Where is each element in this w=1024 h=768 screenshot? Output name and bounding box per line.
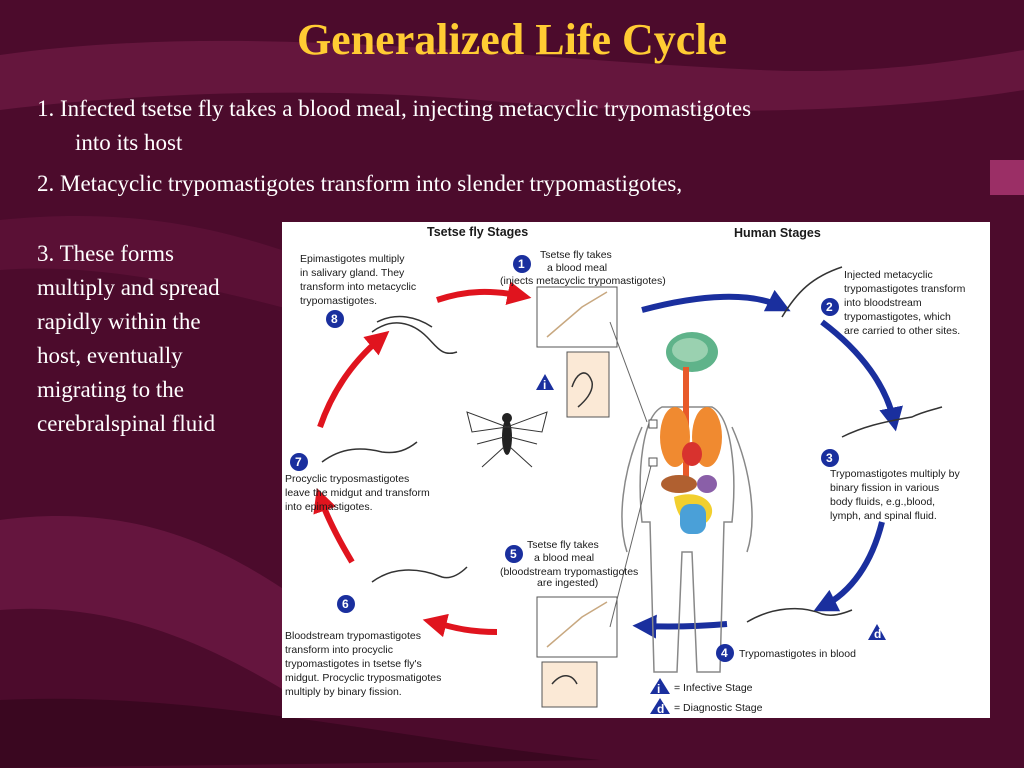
svg-text:Bloodstream trypomastigotes: Bloodstream trypomastigotes <box>285 630 421 642</box>
inset-box-3 <box>536 596 618 658</box>
step-badges: 1 2 3 4 5 6 7 8 <box>290 255 839 662</box>
arrow-2-to-3 <box>820 319 903 432</box>
infective-stage-marker <box>536 374 554 390</box>
svg-text:d: d <box>874 627 881 641</box>
bullet-3-line-3: rapidly within the <box>37 309 201 334</box>
svg-text:in salivary gland. They: in salivary gland. They <box>300 267 405 279</box>
connector-lines <box>609 321 653 628</box>
svg-text:Epimastigotes multiply: Epimastigotes multiply <box>300 253 405 265</box>
step-2-text: Injected metacyclic trypomastigotes tran… <box>844 269 966 337</box>
svg-text:3: 3 <box>826 451 833 465</box>
svg-text:Tsetse fly takes: Tsetse fly takes <box>540 249 612 261</box>
svg-text:lymph, and spinal fluid.: lymph, and spinal fluid. <box>830 510 937 522</box>
arrow-4-to-5 <box>632 614 728 639</box>
bullet-1: 1. Infected tsetse fly takes a blood mea… <box>37 92 937 160</box>
badge-5 <box>505 545 523 563</box>
svg-text:i: i <box>543 378 546 392</box>
bullet-3-line-5: migrating to the <box>37 377 184 402</box>
arrow-3-to-4 <box>813 521 885 612</box>
bullet-3-line-4: host, eventually <box>37 343 183 368</box>
badge-4 <box>716 644 734 662</box>
tsetse-fly-illustration <box>466 411 548 468</box>
arrow-8-to-1 <box>436 281 532 305</box>
inset-box-1 <box>536 286 618 348</box>
svg-text:are ingested): are ingested) <box>537 577 598 589</box>
badge-3 <box>821 449 839 467</box>
svg-text:2: 2 <box>826 300 833 314</box>
svg-text:multiply by binary fission.: multiply by binary fission. <box>285 686 402 698</box>
legend-infective-icon <box>650 678 670 694</box>
step-5-text: Tsetse fly takes a blood meal (bloodstre… <box>500 539 638 589</box>
svg-text:Trypomastigotes multiply by: Trypomastigotes multiply by <box>830 468 960 480</box>
badge-6 <box>337 595 355 613</box>
svg-text:6: 6 <box>342 597 349 611</box>
svg-text:7: 7 <box>295 455 302 469</box>
header-human: Human Stages <box>734 226 821 240</box>
step-4-text: Trypomastigotes in blood <box>739 648 856 660</box>
svg-text:trypomastigotes.: trypomastigotes. <box>300 295 377 307</box>
svg-text:d: d <box>657 702 664 716</box>
life-cycle-diagram: Tsetse fly Stages Human Stages <box>282 222 990 718</box>
step-7-text: Procyclic tryposmastigotes leave the mid… <box>285 473 430 513</box>
badge-2 <box>821 298 839 316</box>
bullet-3-line-1: 3. These forms <box>37 241 174 266</box>
skin-bite-sketch-1 <box>546 291 608 338</box>
svg-text:4: 4 <box>721 646 728 660</box>
svg-text:(injects metacyclic trypomasti: (injects metacyclic trypomastigotes) <box>500 275 666 287</box>
svg-text:trypomastigotes in tsetse fly': trypomastigotes in tsetse fly's <box>285 658 422 670</box>
arrow-1-to-2 <box>641 289 791 313</box>
legend: i = Infective Stage d = Diagnostic Stage <box>650 678 763 716</box>
svg-text:a blood meal: a blood meal <box>534 552 594 564</box>
bullet-3: 3. These forms multiply and spread rapid… <box>37 237 277 441</box>
svg-text:a blood meal: a blood meal <box>547 262 607 274</box>
arrow-7-to-8 <box>317 330 390 428</box>
badge-1 <box>513 255 531 273</box>
svg-text:into bloodstream: into bloodstream <box>844 297 922 309</box>
bullet-2: 2. Metacyclic trypomastigotes transform … <box>37 171 683 196</box>
svg-text:are carried to other sites.: are carried to other sites. <box>844 325 960 337</box>
badge-7 <box>290 453 308 471</box>
svg-text:8: 8 <box>331 312 338 326</box>
step-3-text: Trypomastigotes multiply by binary fissi… <box>830 468 960 522</box>
cycle-arrows <box>313 281 903 639</box>
bullet-3-line-6: cerebralspinal fluid <box>37 411 216 436</box>
step-1-text: Tsetse fly takes a blood meal (injects m… <box>500 249 666 287</box>
svg-text:transform into metacyclic: transform into metacyclic <box>300 281 416 293</box>
svg-text:Injected metacyclic: Injected metacyclic <box>844 269 933 281</box>
inset-box-4 <box>541 661 598 708</box>
trypanosome-sketches <box>321 266 943 685</box>
svg-text:into epimastigotes.: into epimastigotes. <box>285 501 373 513</box>
legend-diagnostic-label: = Diagnostic Stage <box>674 702 763 714</box>
svg-text:Procyclic tryposmastigotes: Procyclic tryposmastigotes <box>285 473 409 485</box>
diagnostic-stage-marker <box>868 624 886 640</box>
header-tsetse: Tsetse fly Stages <box>427 225 528 239</box>
svg-text:(bloodstream trypomastigotes: (bloodstream trypomastigotes <box>500 566 638 578</box>
slide-title: Generalized Life Cycle <box>296 15 728 64</box>
bullet-1-line-1: 1. Infected tsetse fly takes a blood mea… <box>37 96 752 121</box>
svg-text:i: i <box>657 682 660 696</box>
svg-text:Trypomastigotes in blood: Trypomastigotes in blood <box>739 648 856 660</box>
svg-text:binary fission in various: binary fission in various <box>830 482 939 494</box>
legend-infective-label: = Infective Stage <box>674 682 753 694</box>
svg-text:1: 1 <box>518 257 525 271</box>
legend-diagnostic-icon <box>650 698 670 714</box>
human-body-illustration <box>621 332 753 673</box>
step-8-text: Epimastigotes multiply in salivary gland… <box>300 253 416 307</box>
svg-text:trypomastigotes, which: trypomastigotes, which <box>844 311 951 323</box>
svg-text:transform into procyclic: transform into procyclic <box>285 644 393 656</box>
bullet-1-line-2: into its host <box>75 130 183 155</box>
svg-text:trypomastigotes transform: trypomastigotes transform <box>844 283 966 295</box>
svg-text:5: 5 <box>510 547 517 561</box>
bullet-3-line-2: multiply and spread <box>37 275 220 300</box>
svg-text:Tsetse fly takes: Tsetse fly takes <box>527 539 599 551</box>
step-6-text: Bloodstream trypomastigotes transform in… <box>285 630 441 698</box>
badge-8 <box>326 310 344 328</box>
svg-text:leave the midgut and transform: leave the midgut and transform <box>285 487 430 499</box>
svg-text:body fluids, e.g.,blood,: body fluids, e.g.,blood, <box>830 496 935 508</box>
arrow-5-to-6 <box>422 613 498 638</box>
svg-text:midgut. Procyclic tryposmatigo: midgut. Procyclic tryposmatigotes <box>285 672 441 684</box>
arrow-6-to-7 <box>313 487 355 564</box>
skin-bite-sketch-2 <box>546 601 608 648</box>
inset-box-2 <box>566 351 610 418</box>
